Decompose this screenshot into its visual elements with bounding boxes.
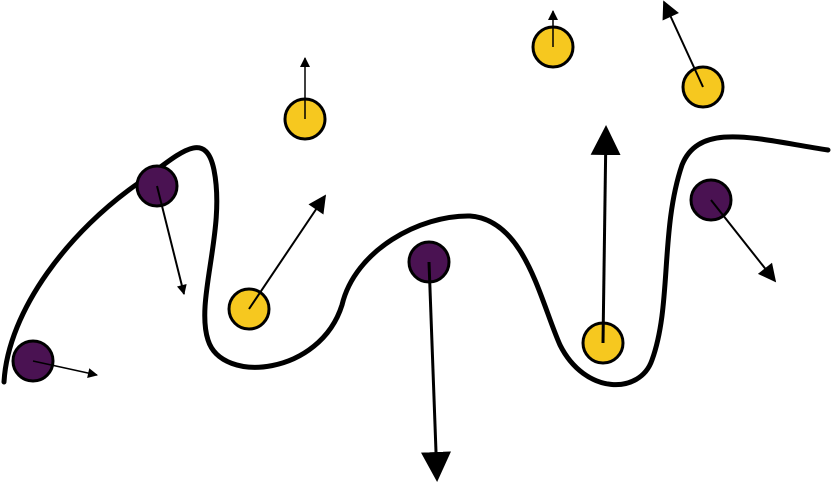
velocity-arrow: [590, 125, 621, 344]
decision-boundary-curve: [1, 134, 831, 388]
purple-point-2: [135, 164, 187, 295]
purple-point-1: [11, 339, 98, 383]
yellow-point-3: [531, 10, 575, 69]
velocity-arrow: [248, 194, 327, 310]
purple-point-4: [689, 178, 777, 283]
yellow-point-4: [581, 125, 625, 365]
velocity-arrow: [662, 0, 704, 88]
purple-point-3: [407, 240, 451, 482]
yellow-point-2: [227, 194, 327, 331]
velocity-arrow: [156, 185, 187, 295]
velocity-arrow: [421, 261, 451, 482]
yellow-point-1: [283, 57, 327, 141]
velocity-arrow: [32, 360, 98, 378]
velocity-arrow: [710, 199, 777, 283]
yellow-point-5: [662, 0, 725, 109]
